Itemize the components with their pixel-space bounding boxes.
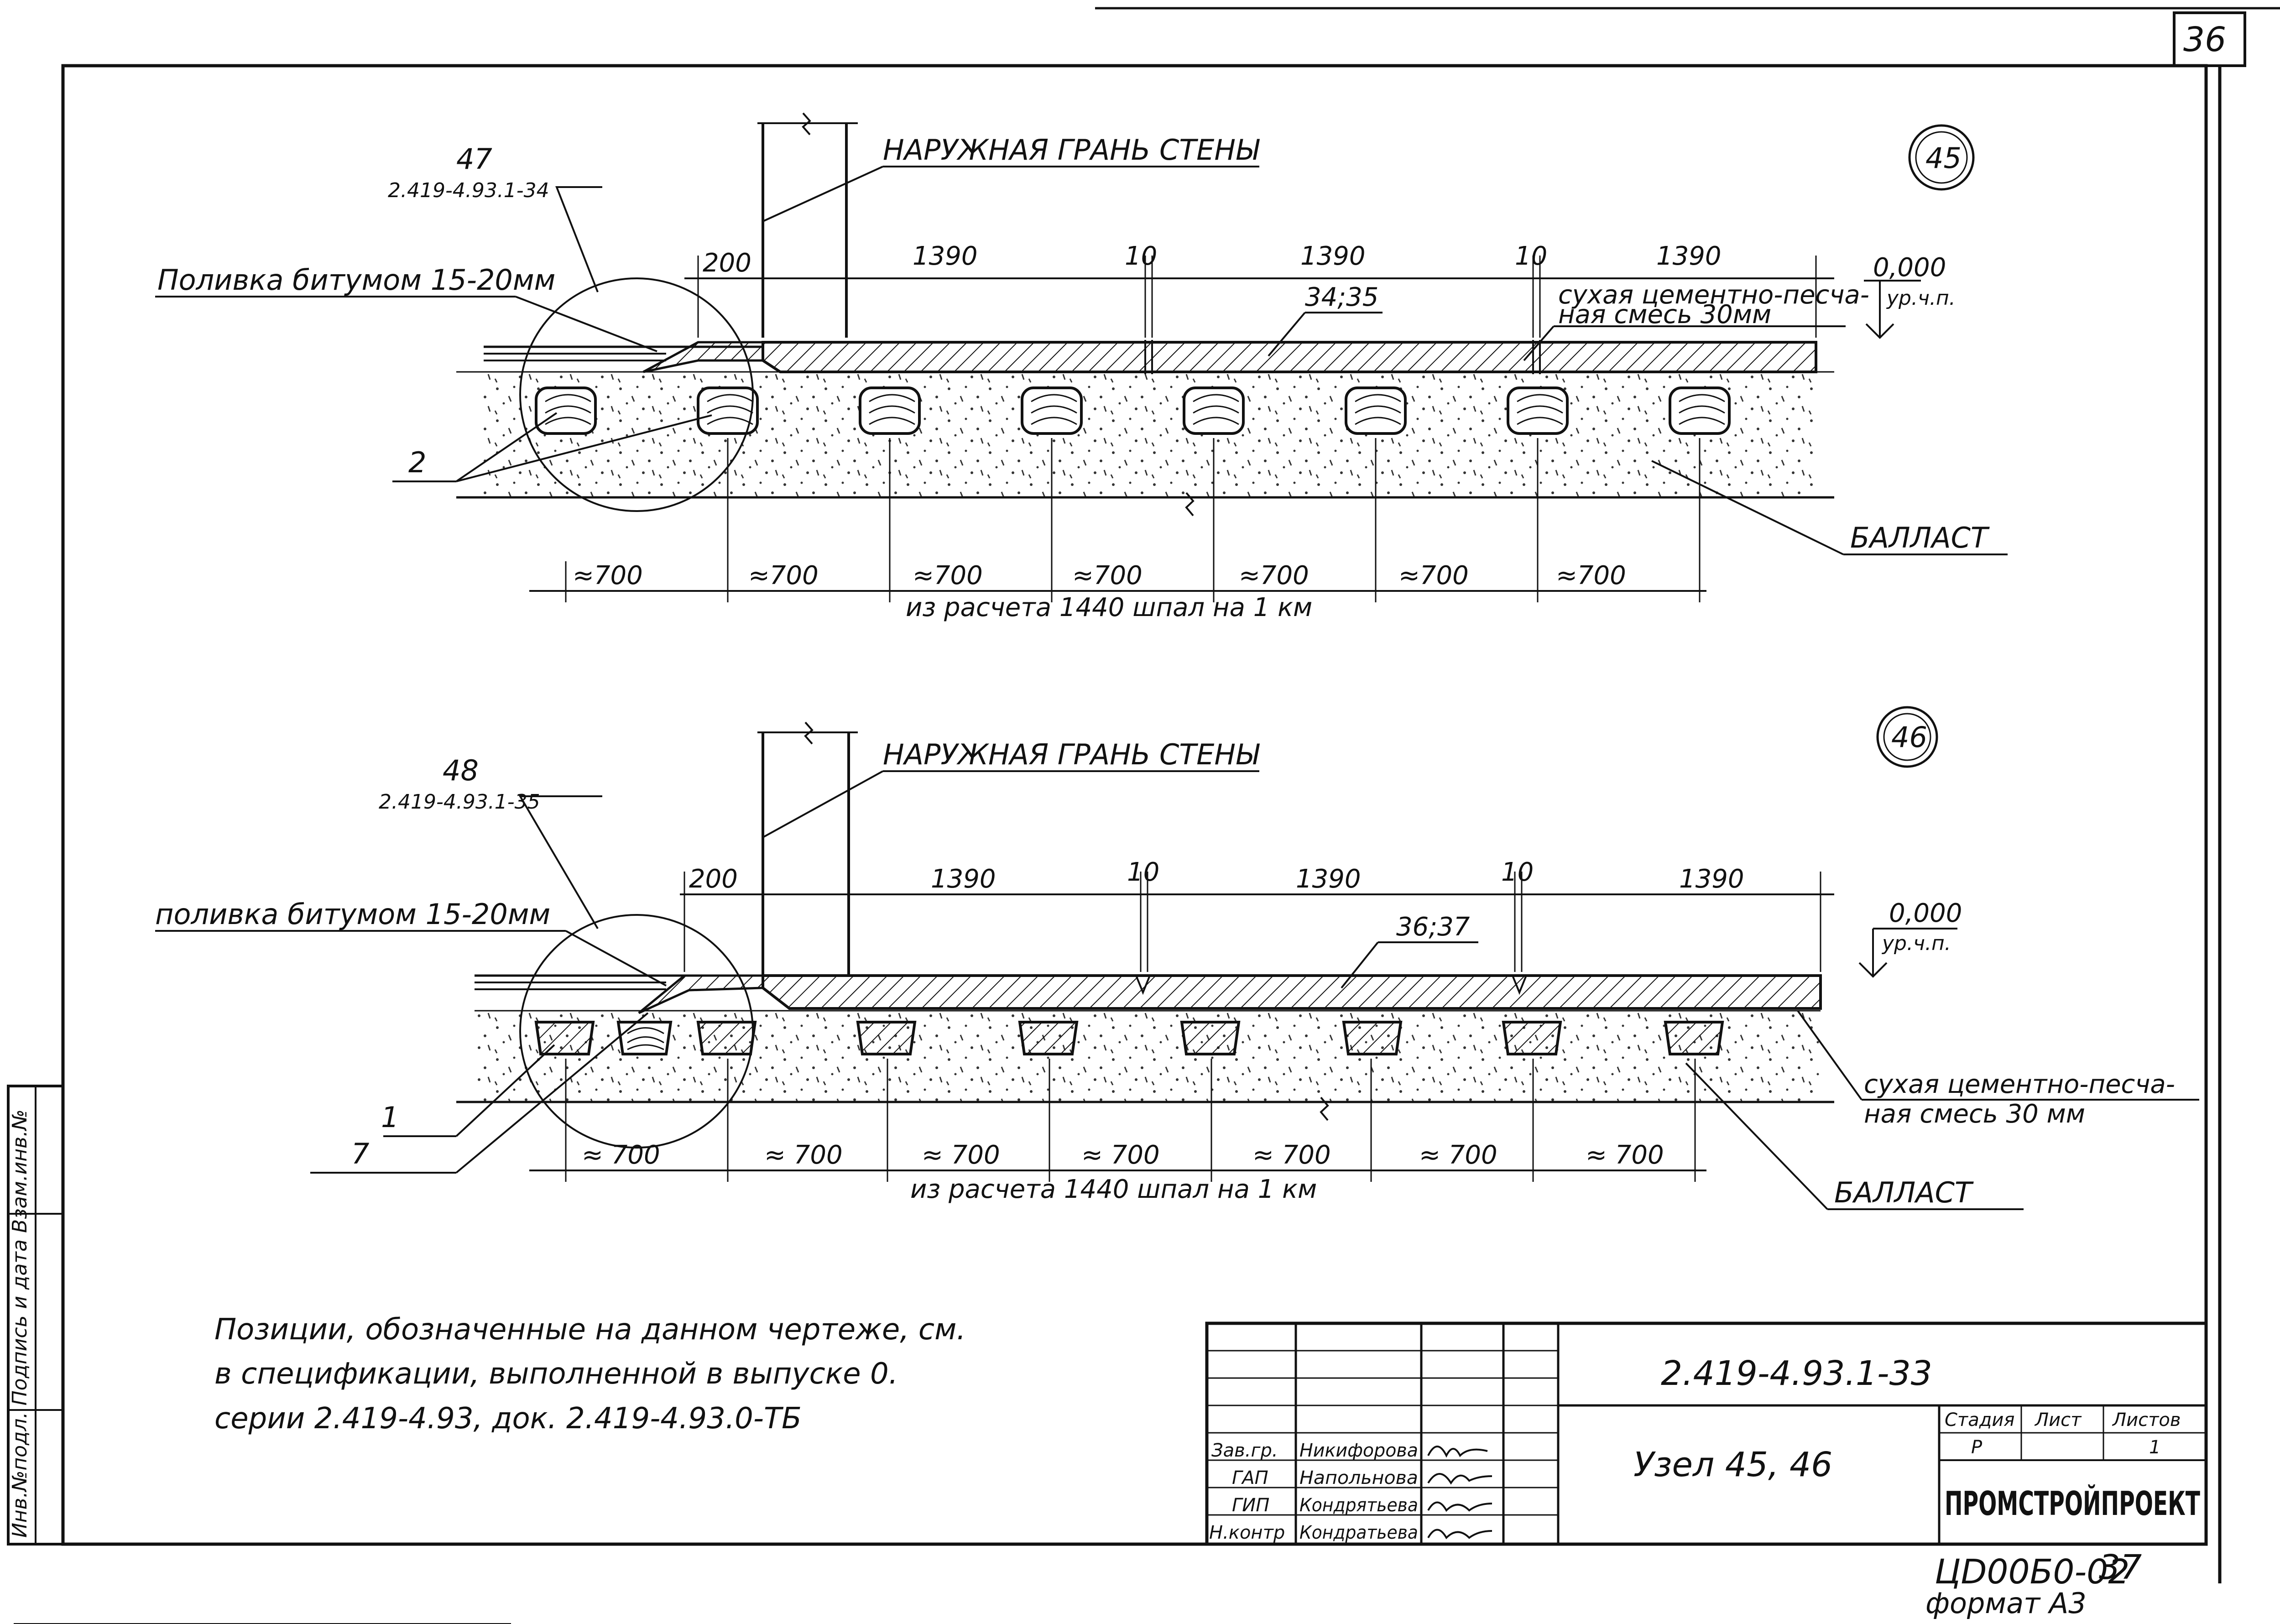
detail-circle-45: [519, 277, 754, 512]
sleepers-45: [535, 386, 1731, 435]
dim-bottom-45-5: ≈700: [1398, 561, 1469, 590]
bitumen-wedge: [642, 341, 764, 373]
dim-top-46-5: 1390: [1679, 864, 1744, 894]
mix-label-45: сухая цементно-песча-: [1558, 280, 1869, 310]
dim-bottom-46-0: ≈ 700: [582, 1140, 660, 1170]
name-0: Никифорова: [1299, 1440, 1418, 1461]
dim-top-46-0: 200: [689, 864, 738, 894]
sheets-header: Листов: [2112, 1410, 2181, 1431]
role-1: ГАП: [1232, 1467, 1268, 1488]
dim-bottom-46-4: ≈ 700: [1252, 1140, 1331, 1170]
dim-bottom-46-5: ≈ 700: [1419, 1140, 1497, 1170]
archive-code: ЦD00Б0-02: [1935, 1552, 2129, 1592]
floor-slab-46: [762, 974, 1822, 1010]
bitumen-wedge-46: [638, 974, 764, 1014]
role-0: Зав.гр.: [1211, 1440, 1278, 1461]
role-3: Н.контр: [1209, 1522, 1285, 1543]
dim-top-45-1: 1390: [913, 241, 978, 271]
dim-bottom-46-3: ≈ 700: [1081, 1140, 1160, 1170]
note-line-2: в спецификации, выполненной в выпуске 0.: [214, 1357, 898, 1391]
dim-bottom-45-4: ≈700: [1239, 561, 1309, 590]
archive-page: 37: [2099, 1548, 2142, 1587]
ref-pos-45: 47: [456, 142, 492, 176]
ref-doc-45: 2.419-4.93.1-34: [388, 179, 549, 202]
doc-code: 2.419-4.93.1-33: [1661, 1354, 1932, 1393]
wall-label-46: НАРУЖНАЯ ГРАНЬ СТЕНЫ: [883, 738, 1260, 771]
dim-top-46-1: 1390: [931, 864, 996, 894]
dim-top-45-3: 1390: [1300, 241, 1366, 271]
dim-bottom-45-3: ≈700: [1072, 561, 1143, 590]
drawing-title: Узел 45, 46: [1633, 1445, 1832, 1484]
format-label: формат А3: [1925, 1587, 2087, 1620]
node-45-section: [155, 112, 2008, 602]
ref-pos-46: 48: [443, 754, 479, 787]
leader-pos-2: 2: [408, 446, 426, 479]
dim-top-45-4: 10: [1515, 241, 1547, 271]
note-line-1: Позиции, обозначенные на данном чертеже,…: [214, 1313, 966, 1347]
dim-bottom-45-6: ≈700: [1556, 561, 1626, 590]
name-2: Кондрятьева: [1299, 1495, 1418, 1516]
signatures: [1427, 1446, 1492, 1540]
floor-slab: [762, 341, 1817, 373]
pos-slab-46: 36;37: [1396, 912, 1470, 942]
mark-46-label: 46: [1891, 721, 1927, 754]
ballast-label-45: БАЛЛАСТ: [1850, 521, 1990, 554]
sheets-value: 1: [2149, 1437, 2160, 1458]
ballast-label-46: БАЛЛАСТ: [1834, 1176, 1974, 1209]
calc-46: из расчета 1440 шпал на 1 км: [910, 1175, 1317, 1204]
dim-top-46-2: 10: [1127, 857, 1159, 887]
node-46-section: [155, 706, 2199, 1210]
mix-label-46: сухая цементно-песча-: [1864, 1070, 2175, 1099]
mix-label-45b: ная смесь 30мм: [1558, 300, 1771, 329]
side-stamp: Инв.№подл. Подпись и дата Взам.инв.№: [8, 1109, 31, 1538]
sheet-header: Лист: [2034, 1410, 2082, 1431]
title-block: [1205, 1321, 2208, 1546]
dim-bottom-46-1: ≈ 700: [764, 1140, 843, 1170]
level-label-46: ур.ч.п.: [1881, 932, 1951, 955]
dim-top-46-4: 10: [1501, 857, 1534, 887]
stage-value: Р: [1971, 1437, 1983, 1458]
dim-top-45-0: 200: [703, 248, 751, 278]
name-1: Напольнова: [1299, 1467, 1418, 1488]
bitumen-label-45: Поливка битумом 15-20мм: [157, 263, 555, 297]
role-2: ГИП: [1232, 1495, 1269, 1516]
note-line-3: серии 2.419-4.93, док. 2.419-4.93.0-ТБ: [214, 1402, 802, 1436]
ballast-layer: [484, 372, 1816, 497]
dim-bottom-45-0: ≈700: [573, 561, 643, 590]
calc-45: из расчета 1440 шпал на 1 км: [906, 593, 1312, 622]
dim-top-46-3: 1390: [1296, 864, 1361, 894]
level-value-45: 0,000: [1873, 253, 1946, 282]
sheet-frame: [7, 7, 2280, 1624]
mark-46: [1876, 706, 1938, 768]
dim-bottom-45-1: ≈700: [748, 561, 819, 590]
stage-header: Стадия: [1945, 1410, 2014, 1431]
sheet-number: 36: [2183, 20, 2226, 59]
pos-slab-45: 34;35: [1305, 282, 1378, 312]
dim-bottom-46-2: ≈ 700: [922, 1140, 1000, 1170]
dim-bottom-45-2: ≈700: [913, 561, 983, 590]
leader-pos-7: 7: [351, 1137, 369, 1170]
leader-pos-1: 1: [381, 1101, 399, 1134]
dim-top-45-5: 1390: [1656, 241, 1722, 271]
sleepers-46: [534, 1021, 1724, 1055]
dim-bottom-46-6: ≈ 700: [1586, 1140, 1664, 1170]
org-name: ПРОМСТРОЙПРОЕКТ: [1945, 1484, 2200, 1523]
dim-top-45-2: 10: [1125, 241, 1157, 271]
wall-label-45: НАРУЖНАЯ ГРАНЬ СТЕНЫ: [883, 133, 1260, 167]
ref-doc-46: 2.419-4.93.1-35: [379, 790, 540, 814]
level-value-46: 0,000: [1889, 898, 1962, 928]
ballast-layer-46: [475, 1011, 1821, 1102]
detail-circle-46: [519, 914, 754, 1149]
level-label-45: ур.ч.п.: [1886, 287, 1956, 310]
name-3: Кондратьева: [1299, 1522, 1418, 1543]
bitumen-label-46: поливка битумом 15-20мм: [155, 898, 550, 931]
mark-45: [1908, 124, 1975, 191]
mark-45-label: 45: [1925, 141, 1962, 175]
mix-label-46b: ная смесь 30 мм: [1864, 1099, 2085, 1129]
